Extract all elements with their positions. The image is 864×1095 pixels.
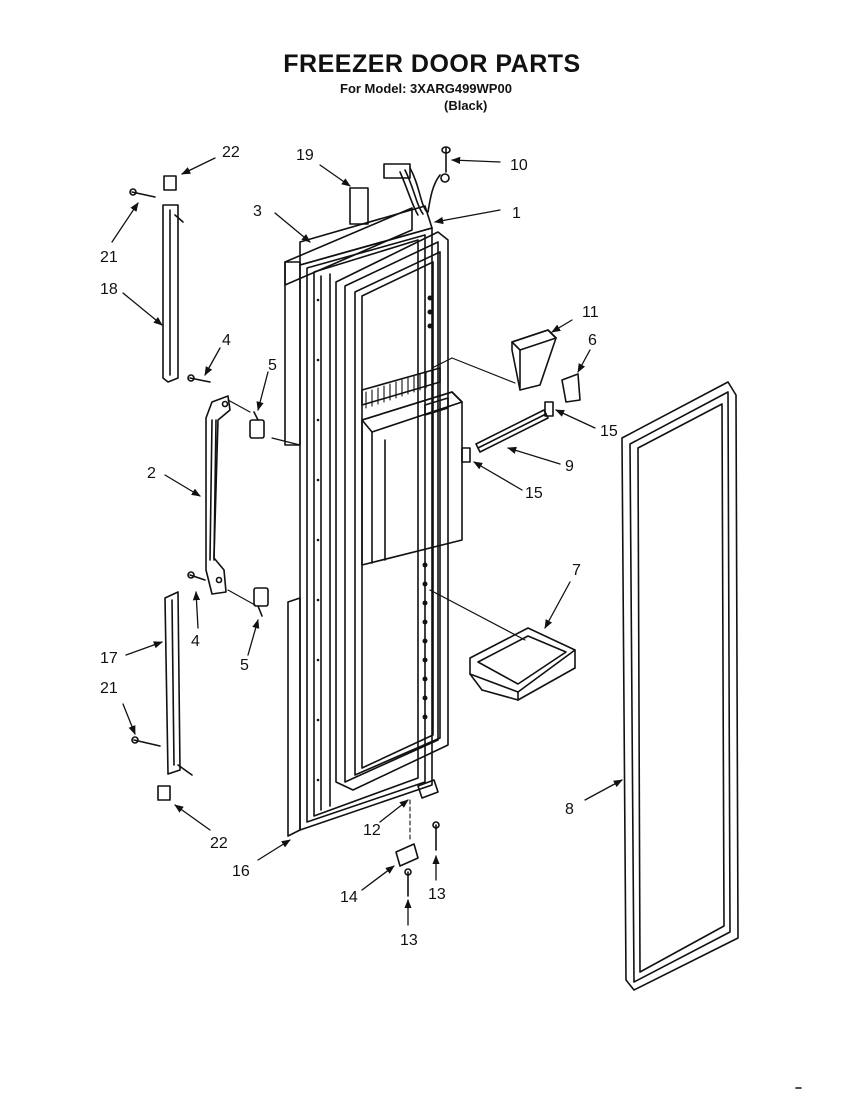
callout-13-lower: 13 bbox=[400, 932, 418, 949]
callout-18: 18 bbox=[100, 281, 118, 298]
callout-8: 8 bbox=[565, 801, 574, 818]
leader-line bbox=[429, 589, 526, 641]
screw-4-upper bbox=[187, 374, 211, 383]
callout-13-right: 13 bbox=[428, 886, 446, 903]
wire-harness bbox=[349, 163, 450, 225]
callout-9: 9 bbox=[565, 458, 574, 475]
callout-16: 16 bbox=[232, 863, 250, 880]
door-inner-panel-lower bbox=[287, 597, 301, 837]
clip-15-lower bbox=[461, 447, 471, 463]
model-number: For Model: 3XARG499WP00 bbox=[340, 81, 512, 96]
callout-11: 11 bbox=[582, 304, 599, 321]
screw-10 bbox=[441, 146, 451, 173]
trim-strip-lower bbox=[164, 591, 193, 776]
bracket-14 bbox=[395, 843, 419, 867]
screw-21-upper bbox=[129, 188, 156, 198]
ice-chute bbox=[511, 329, 557, 391]
clip-22-upper bbox=[163, 175, 177, 191]
callout-labels: 1 2 3 4 4 5 5 6 7 8 9 10 11 12 13 13 14 … bbox=[100, 144, 618, 949]
screw-13-right bbox=[432, 821, 440, 851]
clip-5-upper bbox=[249, 411, 265, 439]
screw-21-lower bbox=[131, 736, 161, 747]
leader-line bbox=[451, 357, 516, 384]
callout-21-upper: 21 bbox=[100, 249, 118, 266]
hinge-12 bbox=[417, 779, 439, 799]
leader-line bbox=[431, 357, 453, 369]
bracket-6 bbox=[561, 373, 581, 403]
callout-1: 1 bbox=[512, 205, 521, 222]
callout-12: 12 bbox=[363, 822, 381, 839]
callout-15-upper: 15 bbox=[600, 423, 618, 440]
callout-5-lower: 5 bbox=[240, 657, 249, 674]
door-liner bbox=[316, 231, 449, 791]
door-bin-7 bbox=[469, 627, 576, 701]
leader-line bbox=[227, 589, 256, 606]
diagram-title: FREEZER DOOR PARTS bbox=[283, 50, 581, 78]
clip-5-lower bbox=[253, 587, 269, 617]
model-color: (Black) bbox=[444, 98, 488, 113]
clip-15-upper bbox=[544, 401, 554, 417]
door-outer-panel bbox=[284, 205, 433, 831]
callout-4-upper: 4 bbox=[222, 332, 231, 349]
screw-4-lower bbox=[187, 571, 206, 581]
callout-6: 6 bbox=[588, 332, 597, 349]
rail-9 bbox=[475, 409, 549, 453]
callout-2: 2 bbox=[147, 465, 156, 482]
callout-10: 10 bbox=[510, 157, 528, 174]
callout-14: 14 bbox=[340, 889, 358, 906]
door-gasket bbox=[621, 381, 739, 991]
callout-15-lower: 15 bbox=[525, 485, 543, 502]
callout-arrows bbox=[111, 156, 623, 926]
screw-13-lower bbox=[404, 868, 412, 897]
callout-7: 7 bbox=[572, 562, 581, 579]
callout-21-lower: 21 bbox=[100, 680, 118, 697]
callout-22-upper: 22 bbox=[222, 144, 240, 161]
door-handle bbox=[205, 395, 231, 595]
leader-line bbox=[227, 399, 251, 413]
callout-4-lower: 4 bbox=[191, 633, 200, 650]
callout-22-lower: 22 bbox=[210, 835, 228, 852]
leader-line bbox=[271, 437, 301, 446]
dispenser-housing bbox=[361, 367, 463, 566]
clip-22-lower bbox=[157, 785, 171, 801]
callout-3: 3 bbox=[253, 203, 262, 220]
callout-5-upper: 5 bbox=[268, 357, 277, 374]
callout-17: 17 bbox=[100, 650, 118, 667]
trim-strip-upper bbox=[162, 204, 184, 383]
callout-19: 19 bbox=[296, 147, 314, 164]
liner-bumps bbox=[422, 295, 433, 720]
